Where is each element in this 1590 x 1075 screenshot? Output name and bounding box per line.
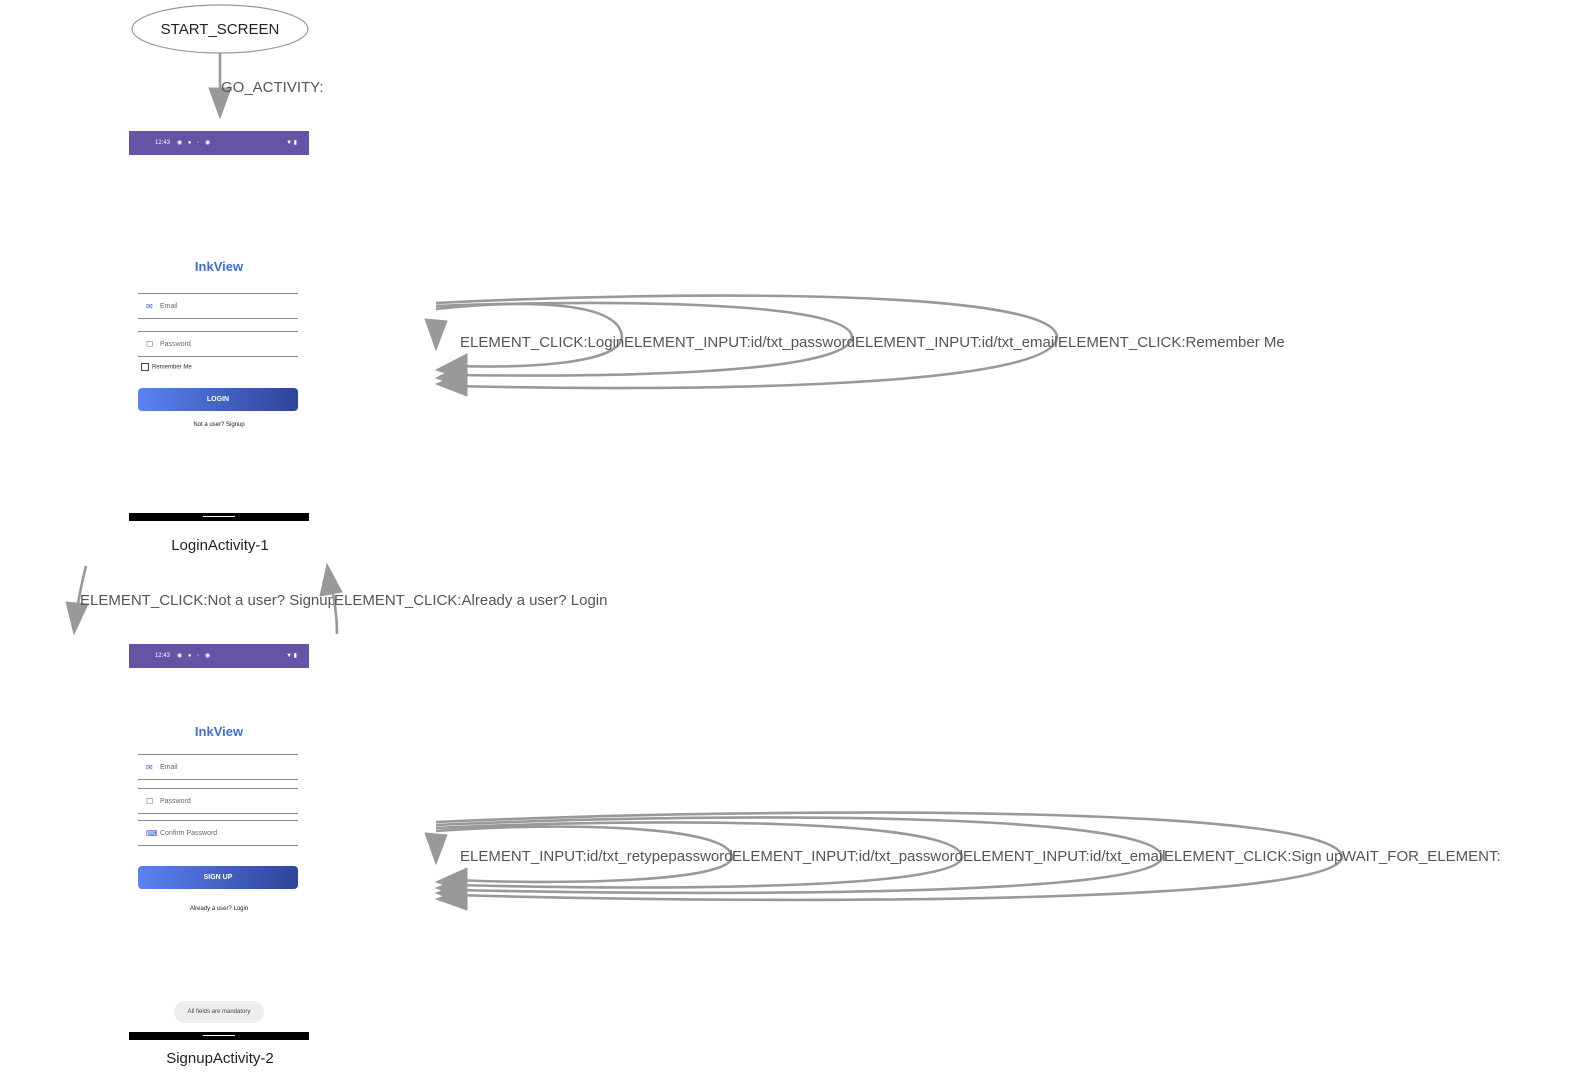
edge-login-to-signup-arrowhead [65, 601, 89, 636]
login-screen-thumbnail: 12:43 ◉ ● ◦ ◉ ▼ ▮ InkView ✉ Email ☐ Pass… [129, 131, 309, 529]
signup-loop-label-5: WAIT_FOR_ELEMENT: [1342, 848, 1501, 865]
login-loop-arrowhead-3 [434, 371, 468, 397]
login-loop-arrowhead-entry [424, 318, 448, 352]
signup-node-label: SignupActivity-2 [166, 1050, 274, 1067]
signup-password-placeholder: Password [160, 798, 191, 805]
signup-button: SIGN UP [138, 866, 298, 889]
remember-checkbox [141, 363, 149, 371]
signup-loop-1 [435, 825, 734, 884]
lock-icon: ☐ [146, 340, 154, 349]
edge-start-to-login-label: GO_ACTIVITY: [221, 79, 324, 96]
edge-login-to-signup-label: ELEMENT_CLICK:Not a user? Signup [80, 592, 336, 609]
login-password-placeholder: Password [160, 341, 191, 348]
signup-email-field: ✉ Email [138, 754, 298, 780]
login-button: LOGIN [138, 388, 298, 411]
edge-signup-to-login: ELEMENT_CLICK:Already a user? Login [319, 562, 607, 635]
signup-email-placeholder: Email [160, 764, 178, 771]
signup-loop-3 [435, 816, 1164, 895]
signup-password-field: ☐ Password [138, 788, 298, 814]
login-loop-label-1: ELEMENT_CLICK:Login [460, 334, 624, 351]
edge-start-to-login-arrowhead [208, 87, 232, 120]
signup-status-time: 12:43 [155, 653, 171, 659]
login-loop-3 [435, 294, 1059, 390]
start-node: START_SCREEN [131, 4, 309, 54]
login-status-time: 12:43 [155, 140, 171, 146]
login-loop-label-4: ELEMENT_CLICK:Remember Me [1058, 334, 1285, 351]
signup-loop-label-2: ELEMENT_INPUT:id/txt_password [732, 848, 963, 865]
signup-confirm-field: ⌨ Confirm Password [138, 820, 298, 846]
login-remember-row: Remember Me [141, 363, 192, 371]
login-remember-label: Remember Me [152, 364, 192, 371]
login-self-loops: ELEMENT_CLICK:Login ELEMENT_INPUT:id/txt… [424, 294, 1285, 397]
signup-loop-4 [435, 811, 1344, 902]
signup-loop-label-4: ELEMENT_CLICK:Sign up [1164, 848, 1342, 865]
login-status-notification-icons: ◉ ● ◦ ◉ [177, 140, 213, 146]
edge-start-to-login: GO_ACTIVITY: [208, 53, 324, 120]
signup-app-title: InkView [194, 724, 244, 739]
edge-login-to-signup: ELEMENT_CLICK:Not a user? Signup [65, 565, 336, 636]
signup-confirm-placeholder: Confirm Password [160, 830, 218, 837]
login-footer-text: Not a user? Signup [193, 422, 245, 428]
signup-status-battery-icon: ▼ ▮ [286, 653, 297, 659]
login-app-title: InkView [194, 259, 244, 274]
edge-signup-to-login-label: ELEMENT_CLICK:Already a user? Login [334, 592, 607, 609]
login-status-bar: 12:43 ◉ ● ◦ ◉ ▼ ▮ [129, 131, 309, 155]
login-password-field: ☐ Password [138, 331, 298, 357]
login-nav-bar [129, 513, 309, 521]
mail-icon: ✉ [146, 302, 153, 311]
edge-signup-to-login-arrowhead [319, 562, 343, 597]
signup-loop-label-1: ELEMENT_INPUT:id/txt_retypepassword [460, 848, 733, 865]
home-pill [203, 1035, 235, 1036]
login-loop-2 [435, 301, 854, 377]
signup-loop-arrowhead-entry [424, 832, 448, 866]
login-email-field: ✉ Email [138, 293, 298, 319]
signup-self-loops: ELEMENT_INPUT:id/txt_retypepassword ELEM… [424, 811, 1501, 911]
signup-loop-arrowhead-4 [434, 887, 468, 911]
lock-icon: ☐ [146, 797, 154, 806]
signup-screen-thumbnail: 12:43 ◉ ● ◦ ◉ ▼ ▮ InkView ✉ Email ☐ Pass… [129, 644, 309, 1042]
signup-toast: All fields are mandatory [174, 1001, 264, 1023]
start-node-label: START_SCREEN [161, 21, 280, 38]
login-loop-label-3: ELEMENT_INPUT:id/txt_email [855, 334, 1058, 351]
mail-icon: ✉ [146, 763, 153, 772]
signup-status-notification-icons: ◉ ● ◦ ◉ [177, 653, 213, 659]
keyboard-icon: ⌨ [146, 829, 158, 838]
login-status-battery-icon: ▼ ▮ [286, 140, 297, 146]
login-email-placeholder: Email [160, 303, 178, 310]
login-loop-label-2: ELEMENT_INPUT:id/txt_password [624, 334, 855, 351]
signup-footer-text: Already a user? Login [189, 906, 249, 912]
signup-loop-label-3: ELEMENT_INPUT:id/txt_email [963, 848, 1166, 865]
signup-nav-bar [129, 1032, 309, 1040]
login-node-label: LoginActivity-1 [171, 537, 269, 554]
signup-status-bar: 12:43 ◉ ● ◦ ◉ ▼ ▮ [129, 644, 309, 668]
home-pill [203, 516, 235, 517]
signup-loop-2 [435, 821, 964, 889]
